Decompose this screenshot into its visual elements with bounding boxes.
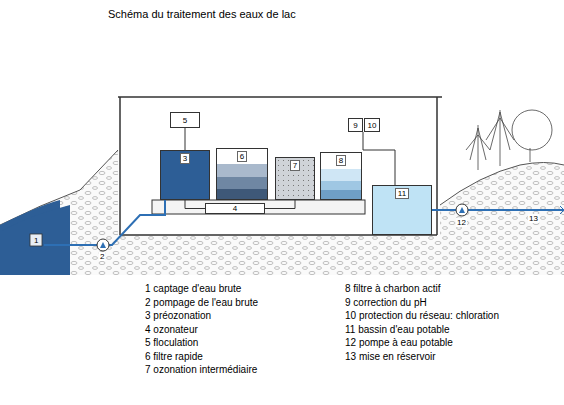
legend-item: 13 mise en réservoir (345, 351, 436, 363)
legend-item: 7 ozonation intermédiaire (145, 364, 257, 376)
legend-item: 3 préozonation (145, 310, 211, 322)
ph-box: 9 (348, 118, 363, 132)
legend-item: 1 captage d'eau brute (145, 283, 241, 295)
floculation-box: 5 (170, 112, 200, 128)
ozonator-box: 4 (205, 203, 265, 214)
callout-number: 11 (395, 188, 409, 199)
ozone-line (265, 200, 295, 209)
callout-number: 1 (33, 236, 39, 245)
carbon-filter-tank: 8 (320, 152, 362, 200)
callout-number: 8 (336, 155, 346, 166)
ozonation-tank: 7 (275, 157, 315, 200)
callout-number: 10 (368, 121, 377, 130)
ozone-line (185, 200, 205, 209)
legend-item: 9 correction du pH (345, 297, 427, 309)
callout-number: 7 (290, 160, 300, 171)
callout-number: 12 (456, 218, 467, 227)
rapid-filter-tank: 6 (216, 148, 268, 200)
legend-item: 5 floculation (145, 337, 198, 349)
legend-item: 4 ozonateur (145, 324, 198, 336)
chlorination-box: 10 (364, 118, 380, 132)
potable-basin: 11 (372, 185, 432, 235)
legend-item: 10 protection du réseau: chloration (345, 310, 499, 322)
preozonation-tank: 3 (160, 150, 210, 200)
callout-number: 13 (528, 214, 539, 223)
title: Schéma du traitement des eaux de lac (108, 8, 296, 20)
callout-number: 9 (353, 121, 357, 130)
legend-item: 2 pompage de l'eau brute (145, 297, 258, 309)
legend-item: 6 filtre rapide (145, 351, 203, 363)
legend-item: 8 filtre à charbon actif (345, 283, 441, 295)
callout-number: 2 (99, 252, 105, 261)
legend-item: 11 bassin d'eau potable (345, 324, 450, 336)
callout-number: 6 (237, 151, 247, 162)
legend-item: 12 pompe à eau potable (345, 337, 453, 349)
callout-number: 5 (183, 116, 187, 125)
callout-number: 4 (233, 204, 237, 213)
callout-number: 3 (180, 153, 190, 164)
